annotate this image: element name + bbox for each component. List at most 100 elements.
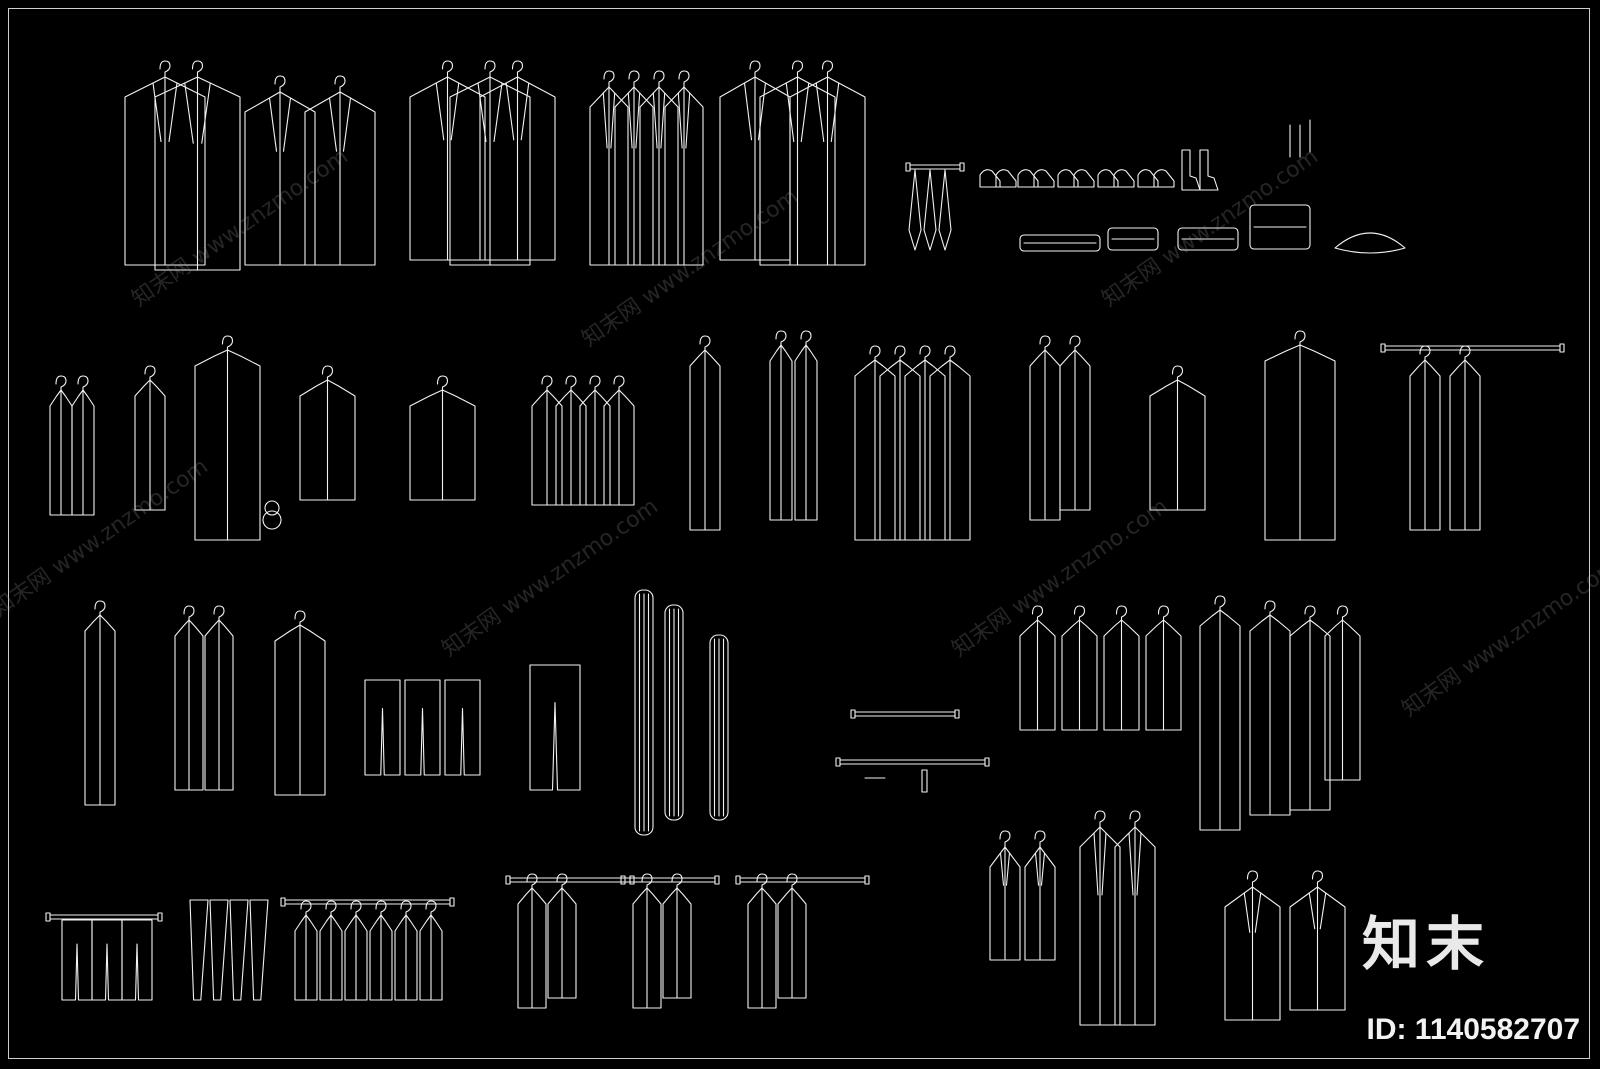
shirt-outline — [1324, 619, 1361, 781]
rail-bracket — [959, 162, 965, 172]
coat-lapel — [184, 76, 211, 271]
coat-outline — [1079, 826, 1121, 1026]
hanger-hook-icon — [589, 375, 601, 393]
umbrella-icon — [908, 169, 922, 251]
coat-outline — [154, 76, 241, 271]
hanger-hook-icon — [1311, 870, 1324, 888]
hanger-hook-icon — [1069, 335, 1081, 353]
hanger-hook-icon — [425, 900, 437, 918]
rail-bracket — [1559, 343, 1565, 353]
hanger-hook-icon — [321, 365, 334, 383]
hanger-hook-icon — [1115, 605, 1128, 623]
shoe-icon — [1113, 169, 1135, 188]
rail-bracket — [45, 912, 51, 922]
hanger-hook-icon — [944, 345, 956, 363]
shoe-icon — [979, 169, 1001, 188]
shirt-outline — [394, 914, 418, 1001]
trousers-outline — [444, 679, 481, 776]
shirt-outline — [174, 619, 204, 791]
shirt-outline — [769, 344, 793, 521]
trousers-outline — [404, 679, 441, 776]
umbrella-icon — [923, 169, 937, 251]
folded-clothes-icon — [1107, 227, 1159, 251]
rail-bracket — [714, 875, 720, 885]
shirt-outline — [689, 349, 721, 531]
coat-outline — [759, 76, 836, 266]
hanger-hook-icon — [999, 830, 1011, 848]
rail-bracket — [280, 897, 286, 907]
hanger-hook-icon — [1336, 605, 1349, 623]
shirt-outline — [603, 389, 635, 506]
hanger-hook-icon — [556, 873, 568, 891]
trousers-outline — [61, 919, 93, 1001]
hanger-hook-icon — [1039, 335, 1051, 353]
shirt-outline — [547, 887, 577, 999]
hanger-hook-icon — [1294, 330, 1306, 348]
shirt-outline — [1149, 379, 1206, 511]
hanger-hook-icon — [1419, 345, 1431, 363]
shirt-outline — [854, 359, 896, 541]
shirt-outline — [409, 389, 476, 501]
hanger-hook-icon — [1129, 810, 1141, 828]
coat-outline — [449, 76, 531, 266]
shoe-icon — [1097, 169, 1119, 188]
folded-clothes-icon — [1019, 234, 1101, 252]
rail-bracket — [157, 912, 163, 922]
shirt-outline — [747, 887, 777, 1009]
coat-lapel — [677, 86, 691, 266]
hanger-hook-icon — [436, 375, 449, 393]
coat-lapel — [1034, 846, 1046, 961]
shirt-outline — [274, 624, 326, 796]
hanger-hook-icon — [300, 900, 312, 918]
hanger-hook-icon — [1214, 595, 1226, 613]
folded-clothes-icon — [1177, 227, 1239, 251]
boot-icon — [1199, 149, 1219, 191]
hanger-hook-icon — [1157, 605, 1170, 623]
coat-lapel — [328, 91, 352, 266]
shirt-outline — [662, 887, 692, 999]
rolled-rug-icon — [664, 604, 684, 821]
hanger-hook-icon — [821, 60, 834, 78]
hanger-hook-icon — [159, 60, 171, 78]
shoe-icon — [995, 169, 1017, 188]
shirt-outline — [84, 614, 116, 806]
shirt-outline — [299, 379, 356, 501]
coat-outline — [589, 86, 629, 266]
shirt-outline — [204, 619, 234, 791]
shirt-outline — [555, 389, 587, 506]
hanger-hook-icon — [786, 873, 798, 891]
shirt-outline — [517, 887, 547, 1009]
shirt-outline — [134, 379, 166, 511]
hanger-hook-icon — [800, 330, 812, 348]
hanger-hook-icon — [678, 70, 690, 88]
folded-clothes-icon — [1249, 204, 1311, 250]
hanger-hook-icon — [1246, 870, 1259, 888]
hanger-hook-icon — [1459, 345, 1471, 363]
shoe-icon — [1017, 169, 1039, 188]
coat-lapel — [268, 91, 292, 266]
hanger-hook-icon — [144, 365, 156, 383]
shirt-outline — [344, 914, 368, 1001]
shirt-outline — [1409, 359, 1441, 531]
tie-icon — [189, 899, 209, 1001]
hanger-hook-icon — [94, 600, 106, 618]
hanger-hook-icon — [1031, 605, 1044, 623]
shoe-icon — [1153, 169, 1175, 188]
hanger-hook-icon — [441, 60, 454, 78]
hanger-hook-icon — [1034, 830, 1046, 848]
coat-lapel — [1243, 886, 1262, 1021]
coat-outline — [989, 846, 1021, 961]
shirt-outline — [531, 389, 563, 506]
coat-outline — [1224, 886, 1281, 1021]
teddy-bear-icon — [262, 510, 282, 530]
shirt-outline — [777, 887, 807, 999]
rail-bracket — [1380, 343, 1386, 353]
shirt-outline — [1059, 349, 1091, 511]
hanger-hook-icon — [565, 375, 577, 393]
shirt-outline — [319, 914, 343, 1001]
hanger-hook-icon — [749, 60, 761, 78]
shirt-outline — [1019, 619, 1056, 731]
shirt-outline — [71, 389, 95, 516]
rail-bracket — [954, 709, 960, 719]
